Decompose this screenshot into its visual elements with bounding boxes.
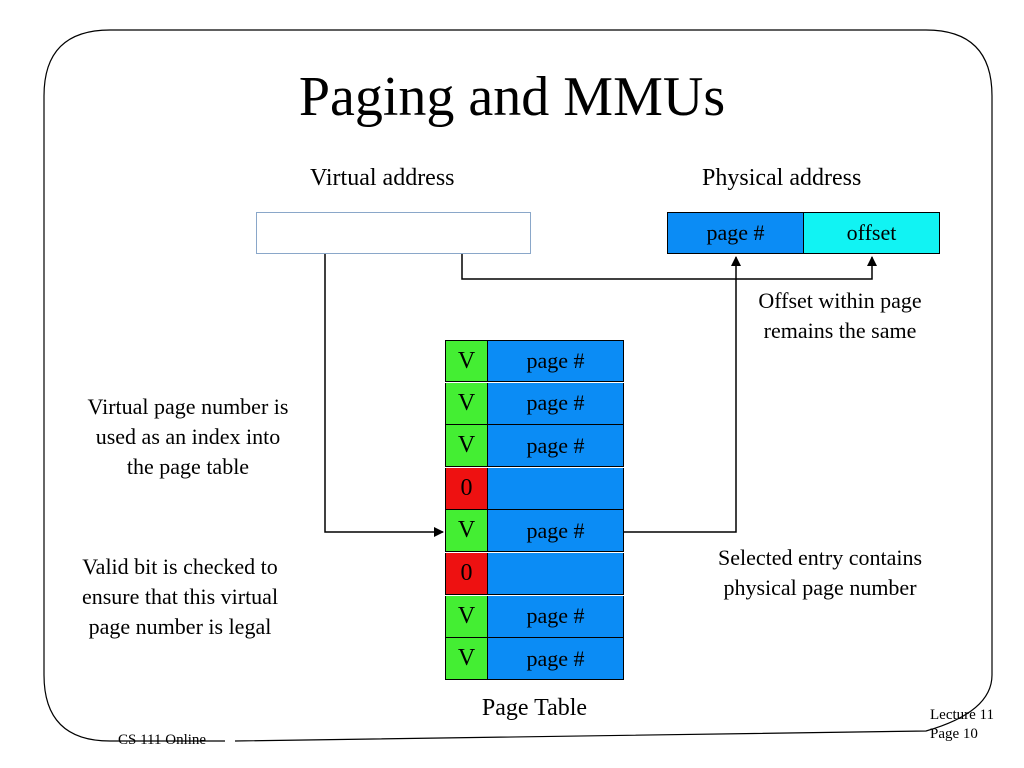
valid-note-line: page number is legal [88, 614, 272, 639]
valid-bit-cell: 0 [445, 467, 487, 510]
offset-note: Offset within page remains the same [720, 286, 960, 346]
page-table-row: 0 [445, 553, 624, 595]
course-footer: CS 111 Online [118, 732, 207, 748]
valid-bit-cell: V [445, 425, 487, 468]
offset-note-line: remains the same [763, 318, 917, 343]
page-number-cell: page # [487, 340, 624, 382]
page-table-label: Page Table [481, 695, 588, 721]
vpn-note: Virtual page number is used as an index … [48, 392, 328, 482]
valid-bit-cell: V [445, 595, 487, 638]
offset-arrow [461, 254, 877, 280]
selected-entry-note: Selected entry contains physical page nu… [690, 543, 950, 603]
virtual-address-box [256, 212, 531, 254]
physical-offset-field: offset [803, 212, 940, 254]
slide-title: Paging and MMUs [298, 66, 726, 128]
vpn-note-line: Virtual page number is [87, 394, 289, 419]
valid-bit-cell: V [445, 510, 487, 553]
physical-page-number-field: page # [667, 212, 804, 254]
page-number-cell [487, 553, 624, 595]
valid-note-line: ensure that this virtual [81, 584, 279, 609]
offset-note-line: Offset within page [758, 288, 922, 313]
valid-bit-cell: V [445, 638, 487, 681]
page-number-cell: page # [487, 382, 624, 425]
lecture-number: Lecture 11 [930, 707, 994, 723]
page-number-cell [487, 467, 624, 510]
vpn-note-line: used as an index into [95, 424, 281, 449]
valid-bit-cell: V [445, 382, 487, 425]
page-number-cell: page # [487, 595, 624, 638]
page-number-cell: page # [487, 510, 624, 553]
selected-note-line: physical page number [723, 575, 917, 600]
vpn-note-line: the page table [126, 454, 250, 479]
selected-note-line: Selected entry contains [717, 545, 923, 570]
physical-address-label: Physical address [702, 165, 862, 191]
page-number: Page 10 [930, 726, 978, 742]
valid-bit-note: Valid bit is checked to ensure that this… [40, 552, 320, 642]
virtual-address-label: Virtual address [310, 165, 455, 191]
page-number-cell: page # [487, 638, 624, 681]
valid-bit-cell: V [445, 340, 487, 382]
valid-bit-cell: 0 [445, 553, 487, 595]
page-table-row: 0 [445, 467, 624, 510]
page-number-cell: page # [487, 425, 624, 468]
selected-entry-arrow [624, 256, 741, 533]
index-arrow [324, 254, 444, 537]
valid-note-line: Valid bit is checked to [82, 554, 278, 579]
